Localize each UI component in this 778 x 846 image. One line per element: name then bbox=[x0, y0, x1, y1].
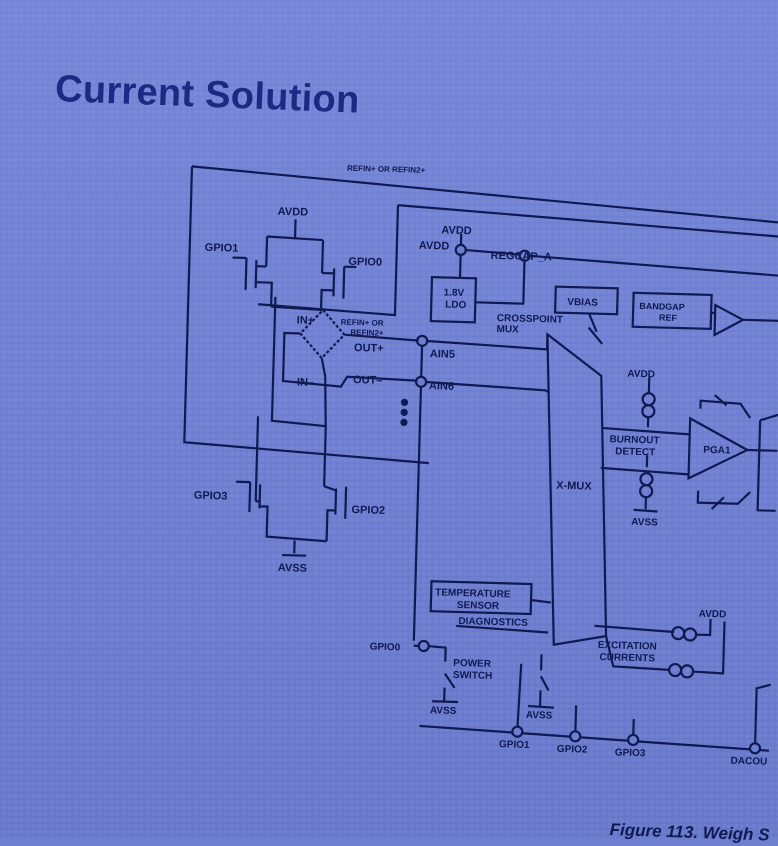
avdd-excitation-label: AVDD bbox=[699, 609, 727, 621]
second-rail-wire bbox=[397, 204, 778, 239]
bandgap-label-1: BANDGAP bbox=[639, 301, 685, 312]
out-minus-label: OUT– bbox=[353, 374, 383, 387]
burnout-label-2: DETECT bbox=[615, 446, 655, 458]
gpio-bus-wire bbox=[419, 724, 769, 752]
dacou-label: DACOU bbox=[730, 756, 767, 768]
avss-burnout-label: AVSS bbox=[631, 517, 658, 529]
temperature-label-2: SENSOR bbox=[457, 600, 500, 612]
excitation-label-1: EXCITATION bbox=[598, 640, 657, 653]
out-plus-label: OUT+ bbox=[354, 342, 384, 355]
gpio3-label: GPIO3 bbox=[194, 490, 228, 503]
avss-left-label: AVSS bbox=[430, 705, 457, 717]
gpio2-bottom-label: GPIO2 bbox=[557, 744, 588, 756]
ldo-label-1: 1.8V bbox=[443, 287, 464, 299]
top-rail-wire bbox=[191, 165, 778, 225]
ldo-label-2: LDO bbox=[445, 299, 467, 311]
avdd-ldo-left-label: AVDD bbox=[419, 240, 450, 253]
bandgap-label-2: REF bbox=[659, 312, 678, 323]
vbias-label: VBIAS bbox=[567, 297, 598, 309]
top-rail-label: REFIN+ OR REFIN2+ bbox=[347, 164, 426, 175]
out-plus-wire bbox=[344, 333, 423, 342]
avdd-burnout-label: AVDD bbox=[627, 369, 655, 381]
crosspoint-label-1: CROSSPOINT bbox=[497, 313, 563, 326]
xmux-label: X-MUX bbox=[556, 480, 592, 493]
in-minus-label: IN– bbox=[297, 376, 314, 388]
refin-small-label-1: REFIN+ OR bbox=[341, 318, 384, 328]
buffer-triangle bbox=[713, 303, 746, 337]
pga1-amplifier bbox=[687, 416, 750, 481]
temperature-label-1: TEMPERATURE bbox=[435, 587, 511, 600]
avss-bridge-label: AVSS bbox=[278, 562, 307, 575]
gpio0-bottom-label: GPIO0 bbox=[369, 642, 400, 654]
gpio1-bottom-label: GPIO1 bbox=[499, 739, 530, 751]
ldo-block bbox=[429, 275, 478, 324]
power-switch-label-1: POWER bbox=[453, 658, 492, 670]
burnout-label-1: BURNOUT bbox=[609, 434, 659, 446]
excitation-label-2: CURRENTS bbox=[599, 652, 655, 665]
temperature-sensor-block bbox=[429, 580, 533, 616]
diagnostics-label: DIAGNOSTICS bbox=[458, 616, 528, 629]
mosfet-gpio1 bbox=[254, 260, 258, 289]
refin-small-label-2: REFIN2+ bbox=[350, 328, 384, 338]
out-minus-wire bbox=[281, 331, 422, 388]
gpio1-top-label: GPIO1 bbox=[205, 242, 239, 255]
avss-mid-label: AVSS bbox=[526, 710, 553, 722]
avdd-ldo-top-label: AVDD bbox=[441, 224, 472, 237]
gpio3-bottom-label: GPIO3 bbox=[615, 747, 646, 759]
left-loop-wire bbox=[183, 166, 429, 465]
crosspoint-label-2: MUX bbox=[496, 324, 519, 336]
figure-caption: Figure 113. Weigh S bbox=[609, 820, 770, 845]
gpio2-label: GPIO2 bbox=[351, 504, 385, 517]
ain6-label: AIN6 bbox=[429, 380, 454, 393]
ain5-label: AIN5 bbox=[430, 348, 455, 361]
avdd-bridge-label: AVDD bbox=[278, 206, 309, 219]
regcap-label: REGCAP_A bbox=[490, 250, 551, 264]
vbias-block bbox=[553, 285, 619, 316]
gpio0-top-label: GPIO0 bbox=[348, 256, 382, 269]
in-plus-label: IN+ bbox=[297, 314, 315, 326]
pga1-label: PGA1 bbox=[703, 445, 731, 457]
mosfet-gpio3 bbox=[258, 484, 262, 509]
power-switch-label-2: SWITCH bbox=[453, 670, 493, 682]
